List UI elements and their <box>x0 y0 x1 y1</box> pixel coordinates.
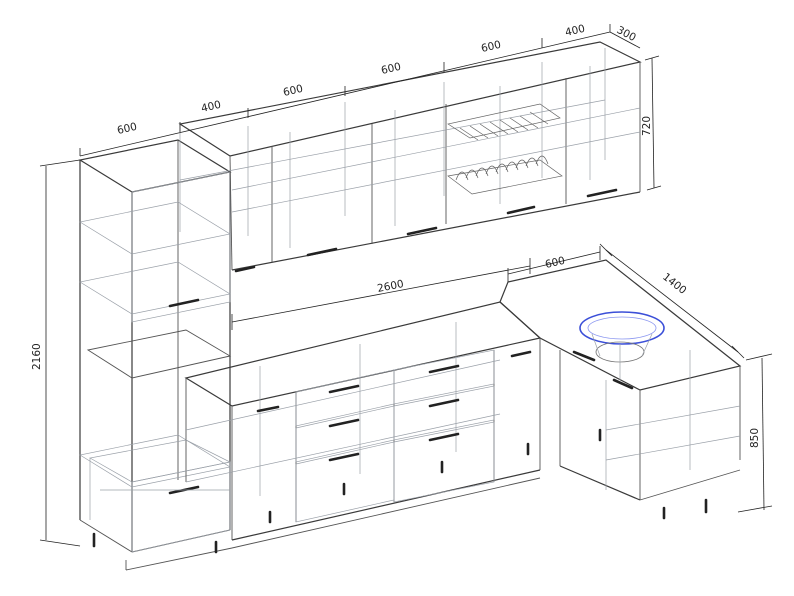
base-handle-3 <box>328 418 360 428</box>
upper-cabinets <box>178 41 642 271</box>
upper-handle-3 <box>406 226 438 236</box>
base-cabinets <box>88 259 742 571</box>
base-handle-1 <box>256 405 280 413</box>
upper-handle-2 <box>306 247 338 257</box>
base-handle-4 <box>328 452 360 462</box>
cabinet-feet <box>92 428 708 554</box>
base-handle-5 <box>428 364 460 374</box>
dish-rack-lower <box>447 155 563 195</box>
upper-handle-1 <box>234 265 256 273</box>
dim-upper-width-4: 600 <box>380 61 402 77</box>
sink-bowl <box>579 311 665 380</box>
dish-rack-upper <box>447 103 561 141</box>
dimension-lines <box>39 24 773 547</box>
dim-upper-height: 720 <box>641 116 653 136</box>
dim-upper-width-3: 600 <box>282 83 304 99</box>
dim-upper-width-6: 400 <box>564 23 586 39</box>
base-handle-2 <box>328 384 360 394</box>
dim-upper-width-5: 600 <box>480 39 502 55</box>
dim-base-length: 2600 <box>376 278 405 295</box>
upper-handle-5 <box>586 188 618 198</box>
dim-upper-width-1: 600 <box>116 121 138 137</box>
base-handle-7 <box>428 432 460 442</box>
base-handle-9 <box>572 350 596 362</box>
tall-cabinet-handle-top <box>168 298 200 308</box>
tall-cabinet <box>78 139 232 553</box>
base-handle-8 <box>510 350 532 358</box>
dim-side-length: 1400 <box>660 271 688 297</box>
base-handle-10 <box>612 378 634 390</box>
dim-base-height: 850 <box>749 428 761 448</box>
dim-upper-width-2: 400 <box>200 99 222 115</box>
base-handle-6 <box>428 398 460 408</box>
dim-total-height: 2160 <box>31 343 43 370</box>
upper-handle-4 <box>506 205 536 215</box>
dim-corner-depth: 600 <box>544 255 566 271</box>
